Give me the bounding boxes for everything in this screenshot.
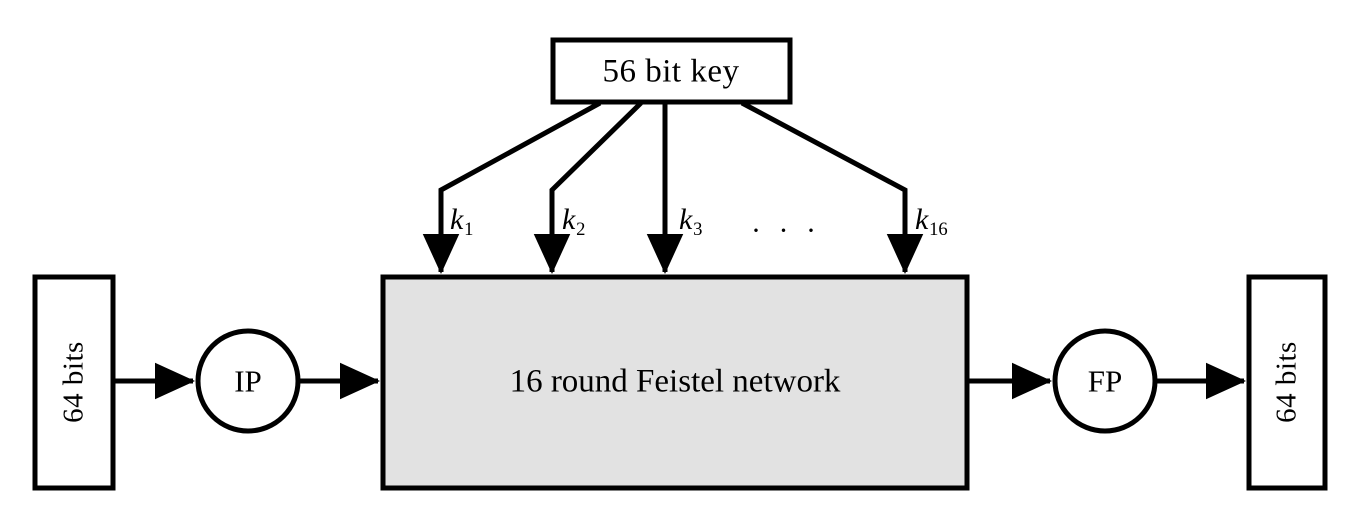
input-bits-box[interactable] [32,274,116,491]
round-key-base: k [562,203,576,236]
round-key-label-k1: k1 [450,203,473,239]
fp-node-label: FP [1087,363,1123,399]
key-box[interactable] [550,37,793,105]
round-key-base: k [450,203,464,236]
ip-node-label: IP [234,363,262,399]
round-key-ellipsis: · · · [751,214,821,247]
keyline-k1 [422,100,602,275]
key-box-label: 56 bit key [602,53,740,90]
feistel-network-box[interactable] [380,274,970,491]
ip-node[interactable] [195,328,301,434]
round-key-label-k16: k16 [915,203,948,239]
round-key-sub: 2 [576,219,586,241]
keyline-k16 [740,100,924,275]
fp-node[interactable] [1052,328,1158,434]
output-bits-box[interactable] [1246,274,1328,491]
input-bits-label: 64 bits [57,341,90,423]
output-bits-label: 64 bits [1270,341,1303,423]
round-key-sub: 16 [929,219,948,241]
round-key-label-k3: k3 [679,203,702,239]
round-key-base: k [915,203,929,236]
round-key-label-k2: k2 [562,203,585,239]
feistel-box-label: 16 round Feistel network [509,363,841,400]
round-key-sub: 1 [464,219,474,241]
keyline-k2 [533,101,643,275]
round-key-base: k [679,203,693,236]
round-key-sub: 3 [693,219,703,241]
